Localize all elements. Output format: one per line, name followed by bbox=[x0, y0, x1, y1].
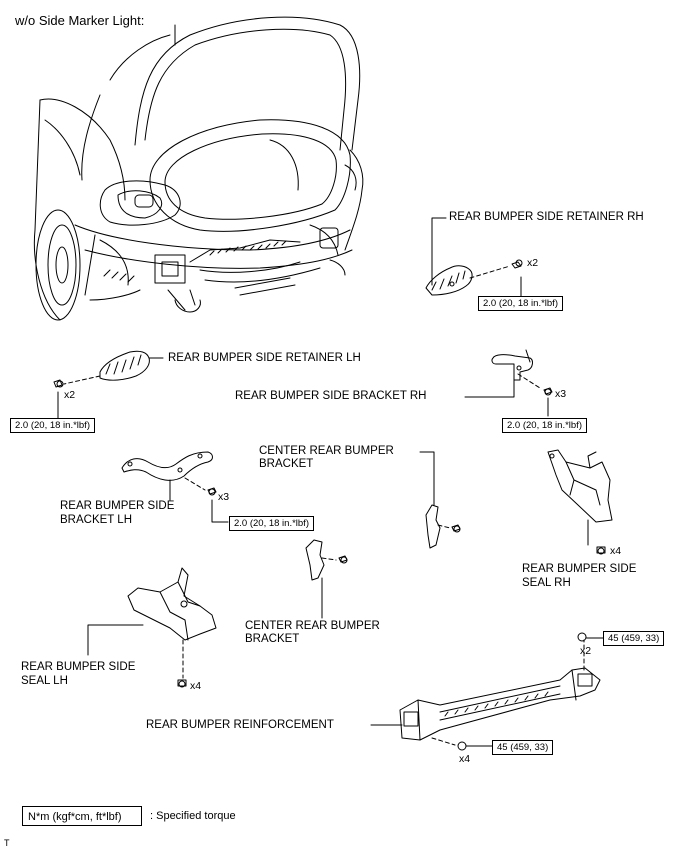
label-retainer-lh: REAR BUMPER SIDE RETAINER LH bbox=[168, 352, 361, 364]
bracket-rh-part bbox=[464, 349, 553, 417]
torque-reinforcement-lower: 45 (459, 33) bbox=[492, 740, 554, 755]
label-bracket-rh: REAR BUMPER SIDE BRACKET RH bbox=[235, 390, 427, 402]
seal-lh-part bbox=[87, 567, 217, 688]
qty-seal-rh: x4 bbox=[610, 545, 622, 557]
label-seal-rh-line1: REAR BUMPER SIDE bbox=[522, 563, 637, 575]
torque-retainer-rh: 2.0 (20, 18 in.*lbf) bbox=[478, 296, 563, 311]
qty-retainer-lh: x2 bbox=[64, 389, 76, 401]
label-retainer-rh: REAR BUMPER SIDE RETAINER RH bbox=[449, 211, 644, 223]
label-center-bracket-upper-line2: BRACKET bbox=[259, 458, 314, 470]
diagram-condition-heading: w/o Side Marker Light: bbox=[15, 13, 145, 28]
reinforcement-part bbox=[370, 632, 604, 751]
center-bracket-lower-part bbox=[305, 539, 348, 619]
label-seal-rh-line2: SEAL RH bbox=[522, 577, 571, 589]
legend-torque-unit-box: N*m (kgf*cm, ft*lbf) bbox=[22, 806, 142, 826]
label-bracket-lh-line1: REAR BUMPER SIDE bbox=[60, 500, 175, 512]
legend-torque-meaning: : Specified torque bbox=[150, 810, 236, 822]
torque-retainer-lh: 2.0 (20, 18 in.*lbf) bbox=[10, 418, 95, 433]
retainer-lh-part bbox=[53, 350, 164, 419]
qty-bracket-lh: x3 bbox=[218, 491, 230, 503]
label-seal-lh-line2: SEAL LH bbox=[21, 675, 68, 687]
qty-seal-lh: x4 bbox=[190, 680, 202, 692]
label-seal-lh-line1: REAR BUMPER SIDE bbox=[21, 661, 136, 673]
torque-reinforcement-upper: 45 (459, 33) bbox=[603, 631, 665, 646]
vehicle-rear-illustration bbox=[33, 16, 364, 321]
seal-rh-part bbox=[547, 449, 613, 555]
qty-reinforcement-upper: x2 bbox=[580, 645, 592, 657]
torque-bracket-lh: 2.0 (20, 18 in.*lbf) bbox=[229, 516, 314, 531]
qty-reinforcement-lower: x4 bbox=[459, 753, 471, 765]
retainer-rh-part bbox=[425, 217, 523, 297]
label-bracket-lh-line2: BRACKET LH bbox=[60, 514, 133, 526]
label-center-bracket-lower-line1: CENTER REAR BUMPER bbox=[245, 620, 380, 632]
center-bracket-upper-part bbox=[419, 451, 461, 549]
bracket-lh-part bbox=[121, 451, 229, 523]
label-reinforcement: REAR BUMPER REINFORCEMENT bbox=[146, 719, 334, 731]
label-center-bracket-lower-line2: BRACKET bbox=[245, 633, 300, 645]
corner-mark: T bbox=[4, 838, 10, 848]
qty-retainer-rh: x2 bbox=[527, 257, 539, 269]
torque-bracket-rh: 2.0 (20, 18 in.*lbf) bbox=[502, 418, 587, 433]
qty-bracket-rh: x3 bbox=[555, 388, 567, 400]
label-center-bracket-upper-line1: CENTER REAR BUMPER bbox=[259, 445, 394, 457]
